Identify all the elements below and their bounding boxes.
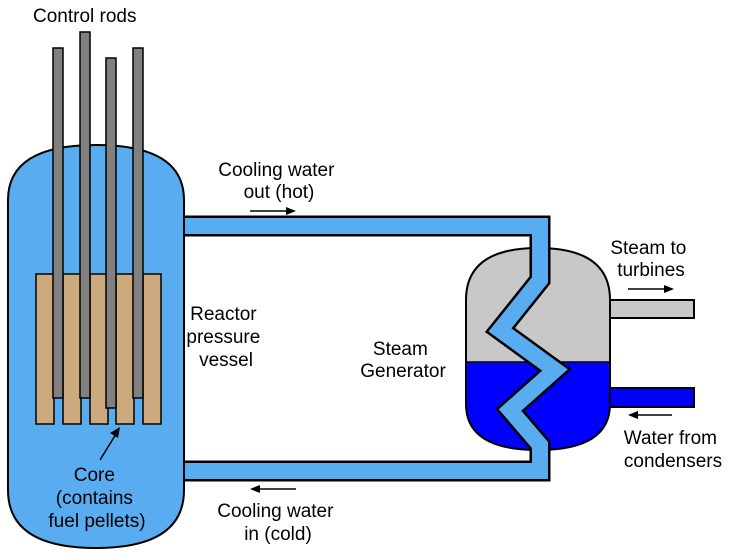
- fuel-pellet-column: [35, 273, 55, 425]
- control-rod: [79, 31, 91, 399]
- arrow-right-icon: [250, 207, 296, 215]
- flow-arrows: [99, 207, 674, 493]
- arrow-left-icon: [250, 485, 296, 493]
- fuel-pellet-column: [142, 273, 162, 425]
- water-from-condensers-label: Water from condensers: [624, 428, 723, 472]
- control-rod: [132, 47, 144, 399]
- coolant-loop: [170, 215, 572, 482]
- feedwater-pipe: [603, 387, 695, 408]
- core-label: Core (contains fuel pellets): [48, 465, 145, 532]
- steam-generator-label: Steam Generator: [360, 339, 446, 382]
- reactor-core: [35, 273, 162, 425]
- control-rods: [52, 31, 144, 409]
- cooling-out-label: Cooling water out (hot): [218, 160, 339, 203]
- fuel-pellet-column: [115, 273, 135, 425]
- fuel-pellet-column: [62, 273, 82, 425]
- coolant-loop-water: [170, 218, 568, 479]
- cooling-in-label: Cooling water in (cold): [217, 501, 338, 545]
- steam-pipe: [603, 299, 695, 319]
- control-rods-label: Control rods: [33, 6, 137, 27]
- reactor-vessel-label: Reactor pressure vessel: [186, 304, 265, 371]
- control-rod: [105, 57, 117, 409]
- control-rod: [52, 47, 64, 399]
- arrow-right-icon: [628, 285, 674, 293]
- arrow-left-icon: [628, 411, 672, 419]
- core-pointer-arrow-icon: [99, 427, 120, 461]
- steam-to-turbines-label: Steam to turbines: [610, 238, 691, 281]
